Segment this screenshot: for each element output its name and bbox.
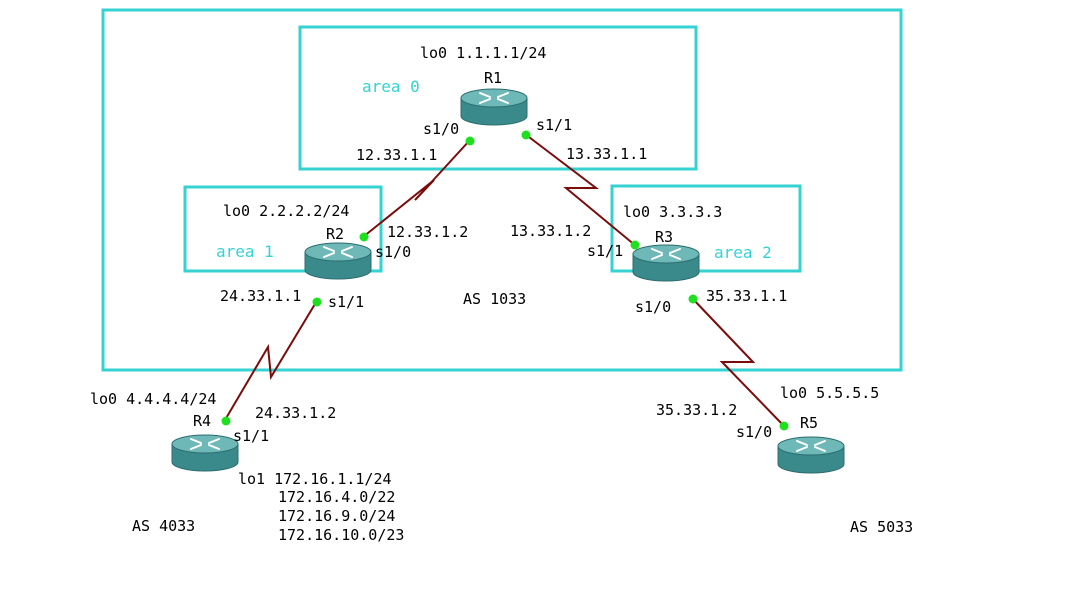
- r5-s1-0-dot[interactable]: [779, 421, 789, 431]
- r1-s1-0-label: s1/0: [423, 120, 459, 138]
- area1-label: area 1: [216, 242, 274, 261]
- r2-loopback: lo0 2.2.2.2/24: [223, 202, 349, 220]
- link-r2-r4: [224, 298, 319, 421]
- router-r3-icon[interactable]: [632, 244, 700, 282]
- router-r4-icon[interactable]: [171, 434, 239, 472]
- link-r3-r5: [691, 297, 784, 426]
- interface-dots: [221, 130, 789, 431]
- r4-s1-1-dot[interactable]: [221, 416, 231, 426]
- link-r1-r3: [524, 133, 637, 247]
- r3-loopback: lo0 3.3.3.3: [623, 203, 722, 221]
- area0-box: [298, 25, 698, 171]
- r1-r3-ip-b: 13.33.1.2: [510, 222, 591, 240]
- r3-s1-1-label: s1/1: [587, 242, 623, 260]
- r3-s1-0-label: s1/0: [635, 298, 671, 316]
- r5-name: R5: [800, 414, 818, 432]
- r2-s1-0-label: s1/0: [375, 243, 411, 261]
- area1-box: [183, 185, 383, 273]
- r2-r4-ip-a: 24.33.1.1: [220, 287, 301, 305]
- r4-lo1-line1: lo1 172.16.1.1/24: [238, 470, 392, 488]
- router-r5-icon[interactable]: [777, 436, 845, 474]
- area2-label: area 2: [714, 243, 772, 262]
- r5-s1-0-label: s1/0: [736, 423, 772, 441]
- r2-r4-ip-b: 24.33.1.2: [255, 404, 336, 422]
- router-r2-icon[interactable]: [304, 242, 372, 280]
- r1-s1-1-label: s1/1: [536, 116, 572, 134]
- as5033-label: AS 5033: [850, 518, 913, 536]
- r1-name: R1: [484, 69, 502, 87]
- r2-name: R2: [326, 225, 344, 243]
- r3-name: R3: [655, 228, 673, 246]
- as1033-label: AS 1033: [463, 290, 526, 308]
- r4-s1-1-label: s1/1: [233, 427, 269, 445]
- r1-r2-ip-a: 12.33.1.1: [356, 146, 437, 164]
- r3-s1-1-dot[interactable]: [630, 240, 640, 250]
- r3-r5-ip-b: 35.33.1.2: [656, 401, 737, 419]
- r5-loopback: lo0 5.5.5.5: [780, 384, 879, 402]
- link-r1-r2: [362, 139, 471, 238]
- r1-s1-1-dot[interactable]: [521, 130, 531, 140]
- r4-lo1-line4: 172.16.10.0/23: [278, 526, 404, 544]
- router-r1-icon[interactable]: [460, 88, 528, 126]
- r3-r5-ip-a: 35.33.1.1: [706, 287, 787, 305]
- area2-box: [610, 184, 802, 273]
- r2-s1-1-dot[interactable]: [312, 297, 322, 307]
- r1-r2-ip-b: 12.33.1.2: [387, 223, 468, 241]
- r3-s1-0-dot[interactable]: [688, 294, 698, 304]
- r1-r3-ip-a: 13.33.1.1: [566, 145, 647, 163]
- r4-loopback: lo0 4.4.4.4/24: [90, 390, 216, 408]
- r4-lo1-line3: 172.16.9.0/24: [278, 507, 395, 525]
- r1-loopback: lo0 1.1.1.1/24: [420, 44, 546, 62]
- as4033-label: AS 4033: [132, 517, 195, 535]
- r2-s1-1-label: s1/1: [328, 293, 364, 311]
- r4-lo1-line2: 172.16.4.0/22: [278, 488, 395, 506]
- r4-name: R4: [193, 412, 211, 430]
- r2-s1-0-dot[interactable]: [359, 232, 369, 242]
- area0-label: area 0: [362, 77, 420, 96]
- as1033-boundary: [101, 8, 903, 372]
- r1-s1-0-dot[interactable]: [465, 136, 475, 146]
